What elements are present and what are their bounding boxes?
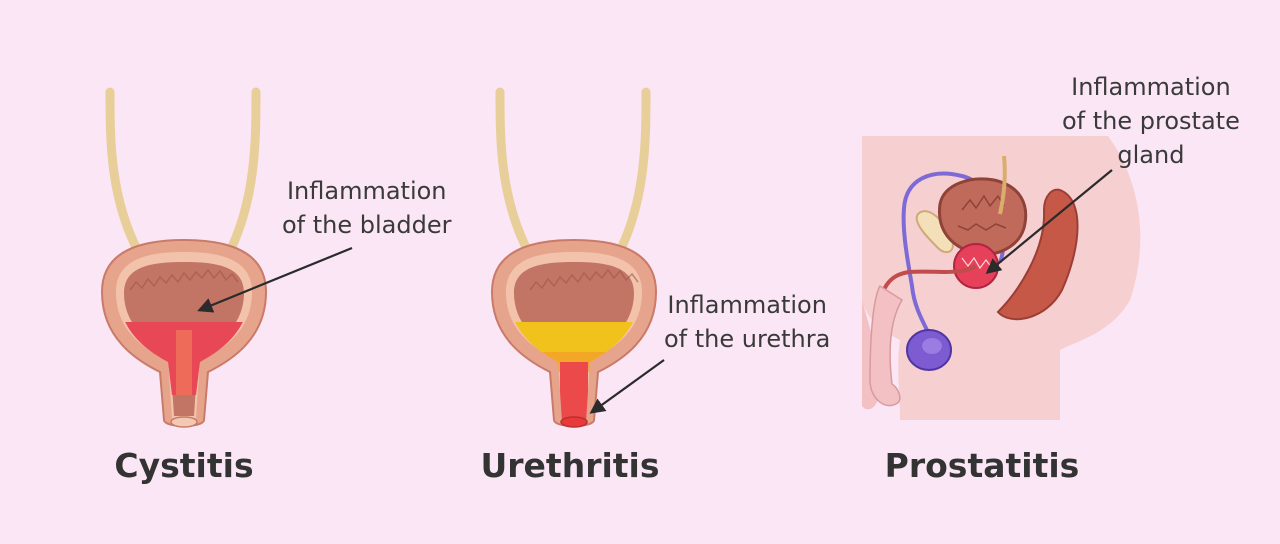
inflamed-urethra	[560, 362, 588, 422]
urethritis-bladder	[490, 87, 658, 428]
left-ureter	[105, 87, 145, 260]
prostatitis-arrow	[985, 169, 1113, 274]
right-ureter	[223, 87, 261, 260]
pelvic-bladder	[938, 177, 1028, 256]
cystitis-bladder	[100, 87, 268, 428]
cystitis-annotation: Inflammation of the bladder	[282, 174, 452, 242]
urethritis-annotation: Inflammation of the urethra	[664, 288, 830, 356]
urethritis-arrow	[589, 359, 665, 414]
cystitis-title: Cystitis	[114, 446, 254, 485]
prostatitis-annotation-line-2: of the prostate	[1062, 107, 1240, 135]
body-silhouette	[862, 136, 1141, 420]
urethritis-annotation-line-1: Inflammation	[667, 291, 827, 319]
pubic-bone	[915, 210, 954, 254]
prostatitis-title: Prostatitis	[884, 446, 1080, 485]
right-ureter	[613, 87, 651, 260]
urethritis-title: Urethritis	[480, 446, 660, 485]
prostatitis-annotation: Inflammation of the prostate gland	[1062, 70, 1240, 172]
prostatitis-annotation-line-1: Inflammation	[1071, 73, 1231, 101]
prostatitis-annotation-line-3: gland	[1117, 141, 1185, 169]
prostatitis-anatomy	[862, 136, 1141, 420]
cystitis-annotation-line-1: Inflammation	[286, 177, 447, 205]
cystitis-annotation-line-2: of the bladder	[282, 211, 452, 239]
urethritis-annotation-line-2: of the urethra	[664, 325, 831, 353]
rectum	[996, 188, 1079, 321]
cystitis-arrow	[197, 246, 353, 313]
left-ureter	[495, 87, 535, 260]
penis	[869, 284, 904, 407]
